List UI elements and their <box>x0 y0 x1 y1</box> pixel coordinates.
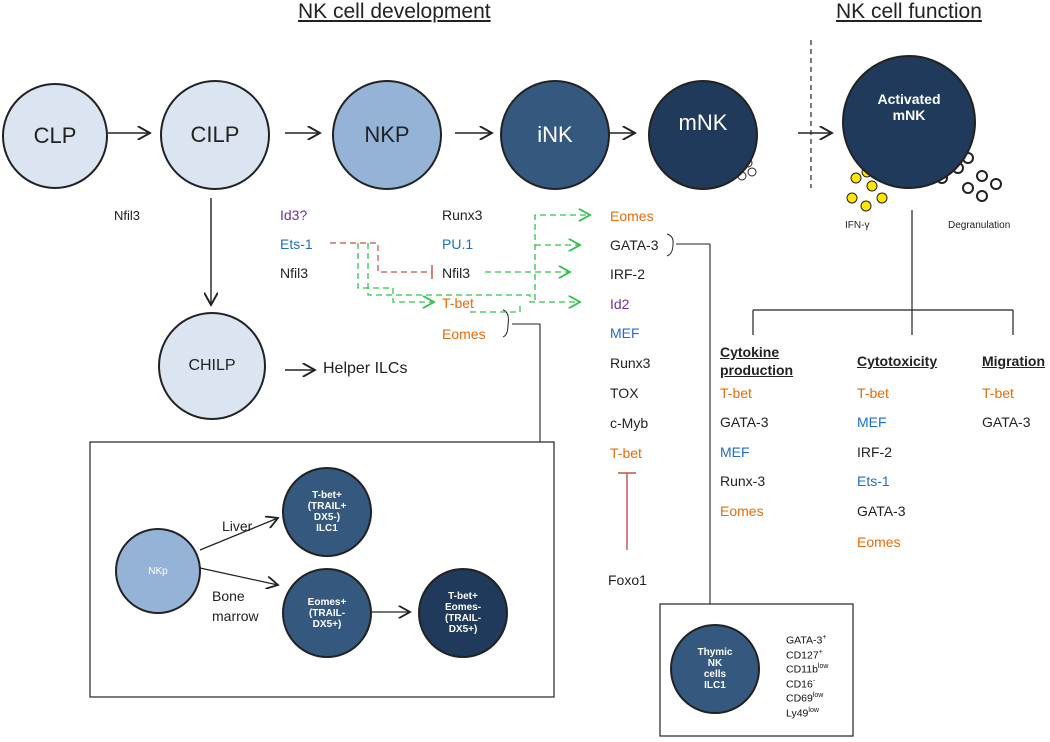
inset-node-eomes: Eomes+ (TRAIL- DX5+) <box>282 568 372 658</box>
thymic-box <box>659 603 854 737</box>
cytokine-item: Runx-3 <box>720 473 766 489</box>
thymic-marker: GATA-3+ <box>786 634 827 647</box>
thymic-markers: GATA-3+ CD127+ CD11blow CD16- CD69low Ly… <box>786 632 828 719</box>
migration-item: T-bet <box>982 385 1014 401</box>
cytotoxicity-item: Eomes <box>857 534 901 550</box>
factor-right-foxo1: Foxo1 <box>608 572 647 588</box>
ifn-gamma-label: IFN-γ <box>845 220 870 231</box>
thymic-marker: CD69low <box>786 692 824 705</box>
thymic-marker: Ly49low <box>786 706 819 720</box>
thymic-marker: CD16- <box>786 677 816 691</box>
factor-id3: Id3? <box>280 207 308 223</box>
helper-ilcs-label: Helper ILCs <box>323 360 408 377</box>
inset-node-nkp: NKp <box>115 528 201 614</box>
column-cytotoxicity-title: Cytotoxicity <box>857 353 938 369</box>
column-cytokine-title: Cytokine production <box>720 344 794 378</box>
factor-right-eomes: Eomes <box>610 208 654 224</box>
node-nkp: NKP <box>332 80 442 190</box>
ifn-granules <box>846 166 892 212</box>
factor-right-gata3: GATA-3 <box>610 237 659 253</box>
node-activated-mnk: Activated mNK <box>842 55 976 189</box>
header-development: NK cell development <box>298 0 491 23</box>
factor-right-mef: MEF <box>610 325 640 341</box>
factor-right-id2: Id2 <box>610 296 630 312</box>
cytokine-item: Eomes <box>720 503 764 519</box>
migration-item: GATA-3 <box>982 414 1031 430</box>
factor-nfil3-left: Nfil3 <box>280 265 309 281</box>
cytokine-item: GATA-3 <box>720 414 769 430</box>
factor-ets1: Ets-1 <box>280 236 313 252</box>
factor-right-irf2: IRF-2 <box>610 266 645 282</box>
inset-node-ilc1: T-bet+ (TRAIL+ DX5-) ILC1 <box>282 467 372 557</box>
node-chilp: CHILP <box>158 312 266 420</box>
thymic-marker: CD11blow <box>786 663 829 676</box>
factor-right-runx3: Runx3 <box>610 355 651 371</box>
factor-eomes-mid: Eomes <box>442 326 486 342</box>
factor-right-cmyb: c-Myb <box>610 415 649 431</box>
thymic-nk-node: Thymic NK cells ILC1 <box>670 624 760 714</box>
node-ink: iNK <box>500 80 610 190</box>
cytokine-item: MEF <box>720 444 750 460</box>
inset-liver-label: Liver <box>222 518 253 534</box>
inset-bone-marrow-label: Bone marrow <box>212 588 259 624</box>
node-cilp: CILP <box>160 80 270 190</box>
cytotoxicity-item: Ets-1 <box>857 473 890 489</box>
thymic-marker: CD127+ <box>786 648 823 662</box>
node-clp: CLP <box>2 83 108 189</box>
nfil3-cilp-label: Nfil3 <box>114 208 141 223</box>
degranulation-label: Degranulation <box>948 220 1011 231</box>
cytotoxicity-item: IRF-2 <box>857 444 892 460</box>
factor-nfil3-mid: Nfil3 <box>442 265 471 281</box>
factor-right-tox: TOX <box>610 385 639 401</box>
cytotoxicity-item: MEF <box>857 414 887 430</box>
cytotoxicity-item: GATA-3 <box>857 503 906 519</box>
factor-tbet-mid: T-bet <box>442 295 474 311</box>
header-function: NK cell function <box>836 0 982 23</box>
node-mnk: mNK <box>648 80 758 190</box>
factor-right-tbet: T-bet <box>610 445 642 461</box>
inset-node-tbet: T-bet+ Eomes- (TRAIL- DX5+) <box>418 568 508 658</box>
column-migration-title: Migration <box>982 353 1045 369</box>
inset-box <box>89 441 555 698</box>
factor-pu1: PU.1 <box>442 236 474 252</box>
cytotoxicity-item: T-bet <box>857 385 889 401</box>
factor-runx3-mid: Runx3 <box>442 207 483 223</box>
cytokine-item: T-bet <box>720 385 752 401</box>
